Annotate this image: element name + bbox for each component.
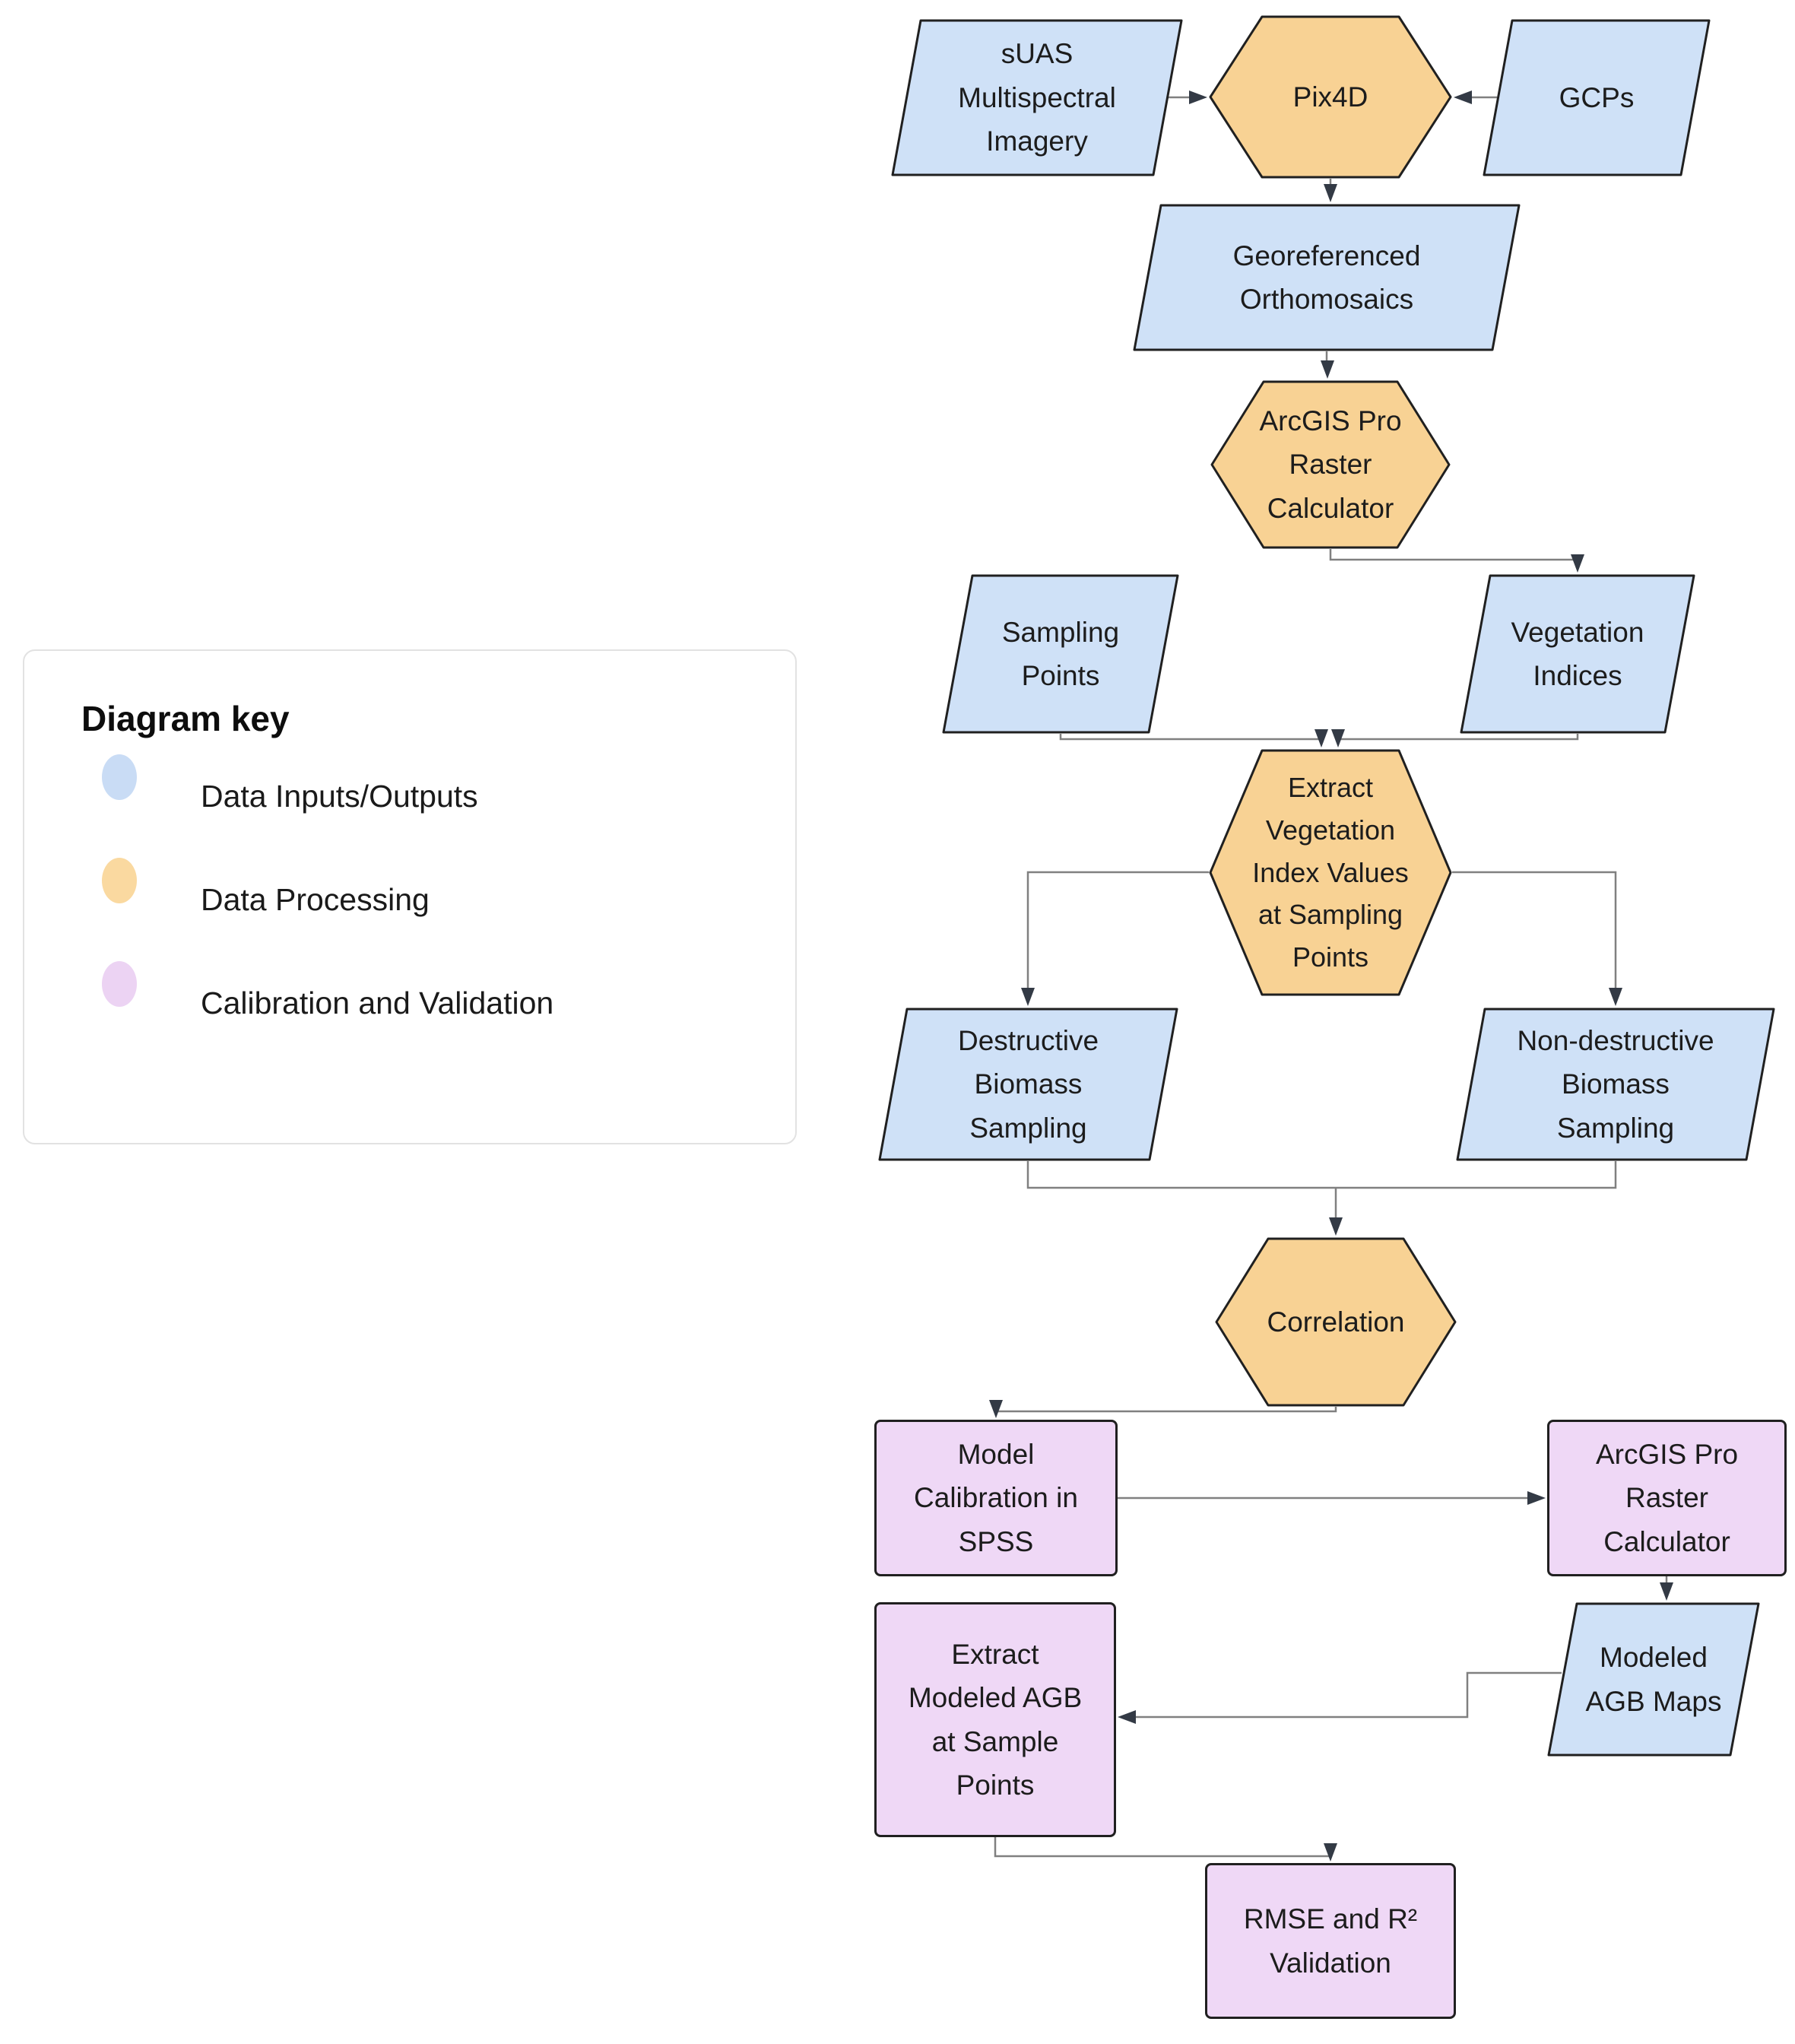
- node-rmse-r2-validation: RMSE and R² Validation: [1205, 1863, 1456, 2019]
- node-georeferenced-orthomosaics: Georeferenced Orthomosaics: [1133, 204, 1521, 351]
- node-model-calibration-in-spss: Model Calibration in SPSS: [874, 1420, 1118, 1576]
- node-label: GCPs: [1559, 81, 1635, 113]
- legend-swatch-data-processing-icon: [102, 858, 137, 903]
- node-label: Model Calibration in SPSS: [914, 1438, 1078, 1557]
- node-label: Destructive Biomass Sampling: [957, 1024, 1099, 1144]
- node-destructive-biomass-sampling: Destructive Biomass Sampling: [878, 1008, 1178, 1161]
- node-label: Georeferenced Orthomosaics: [1232, 240, 1421, 315]
- node-arcgis-pro-raster-calculator-rect: ArcGIS Pro Raster Calculator: [1547, 1420, 1787, 1576]
- node-vegetation-indices: Vegetation Indices: [1460, 574, 1695, 734]
- node-label: Pix4D: [1292, 81, 1368, 113]
- legend-label-data-inputs-outputs: Data Inputs/Outputs: [201, 779, 478, 814]
- node-label: Extract Vegetation Index Values at Sampl…: [1252, 772, 1409, 973]
- legend-label-data-processing: Data Processing: [201, 882, 430, 917]
- node-label: Non-destructive Biomass Sampling: [1517, 1024, 1714, 1144]
- legend-label-calibration-validation: Calibration and Validation: [201, 986, 554, 1020]
- node-label: Modeled AGB Maps: [1585, 1642, 1722, 1717]
- node-label: RMSE and R² Validation: [1243, 1903, 1418, 1979]
- node-modeled-agb-maps: Modeled AGB Maps: [1547, 1602, 1760, 1757]
- node-correlation: Correlation: [1215, 1237, 1457, 1407]
- node-label: Vegetation Indices: [1511, 616, 1644, 691]
- diagram-key-title: Diagram key: [81, 699, 290, 738]
- node-label: Sampling Points: [1001, 616, 1120, 691]
- legend-swatch-calibration-validation-icon: [102, 961, 137, 1007]
- node-label: Correlation: [1267, 1306, 1405, 1338]
- node-arcgis-pro-raster-calculator-hex: ArcGIS Pro Raster Calculator: [1210, 380, 1451, 549]
- node-extract-modeled-agb-at-sample-points: Extract Modeled AGB at Sample Points: [874, 1602, 1116, 1837]
- node-gcps: GCPs: [1483, 19, 1711, 176]
- node-extract-vegetation-index-values: Extract Vegetation Index Values at Sampl…: [1209, 749, 1452, 996]
- node-label: ArcGIS Pro Raster Calculator: [1259, 405, 1402, 524]
- node-label: ArcGIS Pro Raster Calculator: [1595, 1438, 1739, 1557]
- node-label: Extract Modeled AGB at Sample Points: [908, 1638, 1083, 1801]
- diagram-key: Diagram key Data Inputs/Outputs Data Pro…: [23, 649, 797, 1144]
- node-sampling-points: Sampling Points: [942, 574, 1179, 734]
- node-label: sUAS Multispectral Imagery: [958, 38, 1116, 157]
- node-non-destructive-biomass-sampling: Non-destructive Biomass Sampling: [1456, 1008, 1775, 1161]
- legend-swatch-data-inputs-outputs-icon: [102, 754, 137, 800]
- node-suas-multispectral-imagery: sUAS Multispectral Imagery: [891, 19, 1183, 176]
- node-pix4d: Pix4D: [1209, 15, 1452, 179]
